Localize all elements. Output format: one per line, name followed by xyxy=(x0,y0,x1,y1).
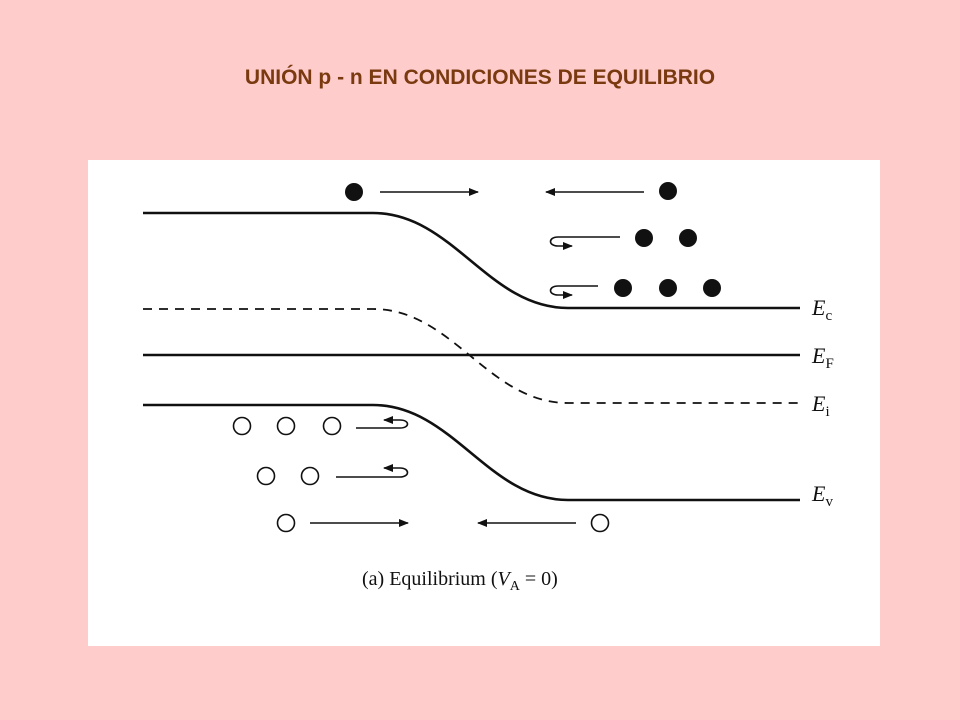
hole xyxy=(232,416,252,436)
electron xyxy=(703,279,721,297)
band-diagram-svg: Ec EF Ei Ev xyxy=(143,182,834,594)
hole xyxy=(276,513,296,533)
electron xyxy=(614,279,632,297)
band-diagram-figure: Ec EF Ei Ev xyxy=(88,160,880,646)
conduction-band-edge xyxy=(143,211,800,310)
figure-caption: (a) Equilibrium (VA = 0) xyxy=(362,568,558,594)
fermi-level-label: EF xyxy=(811,343,834,372)
electron-reflected-arrow xyxy=(549,236,620,250)
electron xyxy=(635,229,653,247)
hole xyxy=(276,416,296,436)
electron-reflected-arrow xyxy=(549,285,598,299)
hole xyxy=(300,466,320,486)
valence-band-edge xyxy=(143,403,800,502)
hole-reflected-arrow xyxy=(336,464,409,478)
hole xyxy=(322,416,342,436)
electron xyxy=(679,229,697,247)
electron xyxy=(659,279,677,297)
valence-band-label: Ev xyxy=(811,481,833,510)
electron xyxy=(345,183,363,201)
electron xyxy=(659,182,677,200)
hole xyxy=(256,466,276,486)
conduction-band-label: Ec xyxy=(811,295,832,324)
hole-reflected-arrow xyxy=(356,416,409,429)
slide-title: UNIÓN p - n EN CONDICIONES DE EQUILIBRIO xyxy=(244,66,716,89)
intrinsic-level-label: Ei xyxy=(811,391,830,420)
hole xyxy=(590,513,610,533)
